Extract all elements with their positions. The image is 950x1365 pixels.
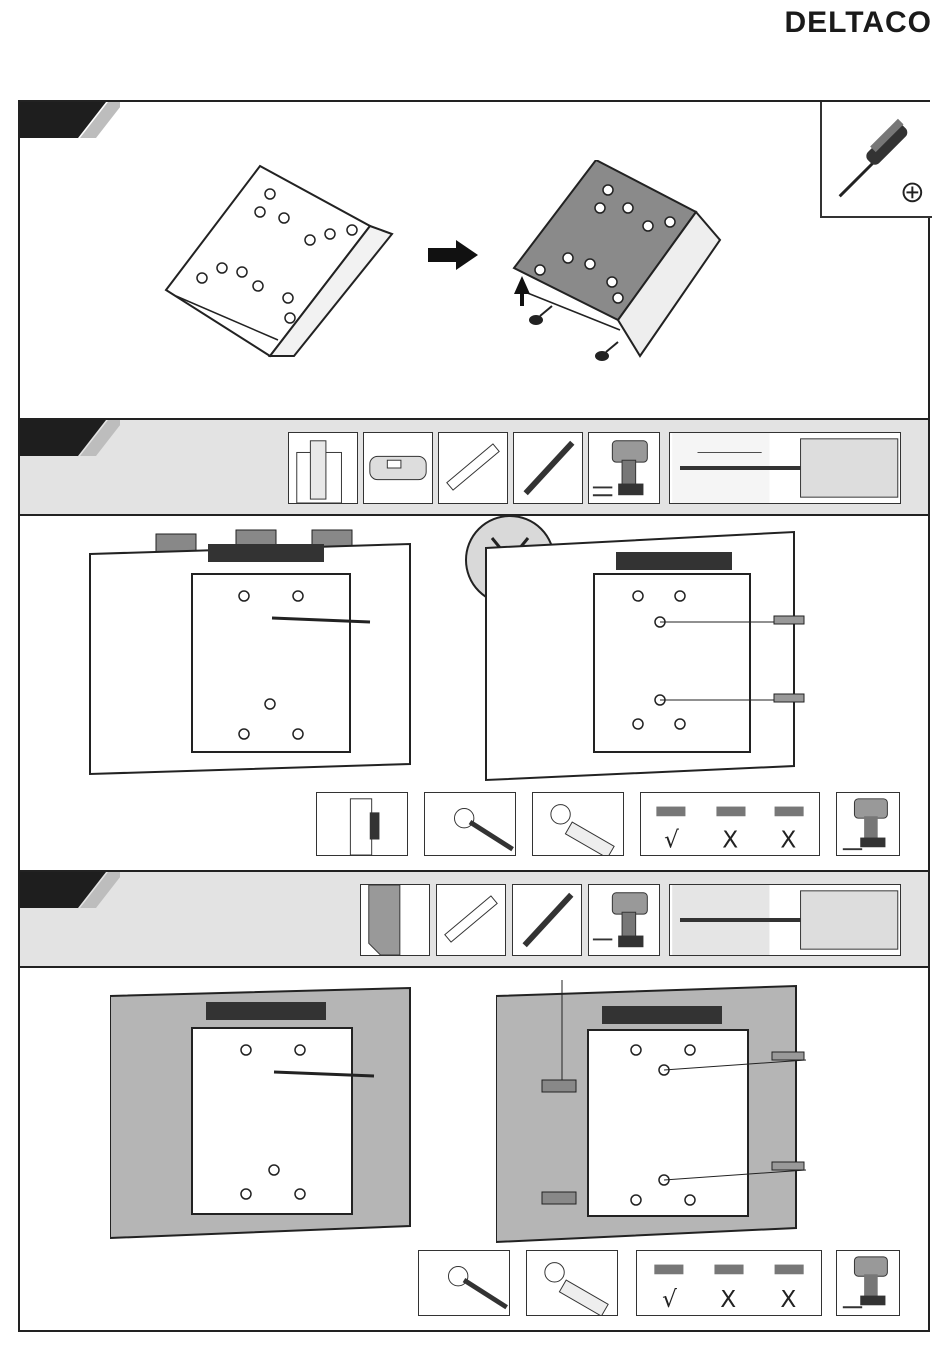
screw-drill-thumb-3 — [836, 1250, 900, 1316]
drill-thumb-3 — [588, 884, 660, 956]
pencil-thumb — [513, 432, 583, 504]
level-bad-mark-3a: X — [720, 1286, 736, 1313]
drill-thumb — [588, 432, 660, 504]
power-drill-icon — [837, 1251, 899, 1315]
concrete-drill-thumb — [669, 884, 901, 956]
step-2-tab — [20, 420, 120, 460]
screw-icon — [529, 306, 552, 325]
level-check-thumb: √ X X — [640, 792, 820, 856]
wood-stud-thumb — [288, 432, 358, 504]
stud-finder-thumb — [363, 432, 433, 504]
wood-wall-mark — [80, 524, 420, 794]
screw-icon — [595, 342, 618, 361]
mark-pencil-thumb — [424, 792, 516, 856]
concrete-wall-anchor — [496, 980, 826, 1254]
right-arrow-icon — [428, 240, 480, 270]
concrete-wall-mark — [110, 982, 420, 1252]
wall-plug-icon — [542, 1192, 576, 1204]
brand-logo: DELTACO — [784, 6, 932, 40]
level-ok-mark-3: √ — [662, 1286, 677, 1313]
level-check-thumb-3: √ X X — [636, 1250, 822, 1316]
wood-wall-screw — [464, 512, 854, 794]
screw-drill-thumb — [836, 792, 900, 856]
mark-pencil-thumb-3 — [418, 1250, 510, 1316]
bracket-assembled — [490, 160, 750, 370]
spirit-level-thumb — [438, 432, 508, 504]
step-1-tab — [20, 102, 120, 142]
phillips-screwdriver-icon — [822, 102, 932, 216]
screwdriver-box — [820, 102, 932, 218]
drill-bit-thumb-3 — [526, 1250, 618, 1316]
pencil-thumb-3 — [512, 884, 582, 956]
step-3-tab — [20, 872, 120, 912]
concrete-wall-thumb — [360, 884, 430, 956]
bracket-plain — [160, 160, 420, 360]
wood-drill-thumb — [669, 432, 901, 504]
level-bad-mark-2: X — [780, 826, 796, 853]
level-bad-mark-3b: X — [780, 1286, 796, 1313]
level-ok-mark: √ — [664, 826, 679, 853]
instruction-frame: √ X X — [18, 100, 930, 1332]
wall-plug-icon — [542, 1080, 576, 1092]
power-drill-icon — [837, 793, 899, 855]
power-drill-icon — [589, 433, 659, 503]
drill-bit-thumb — [532, 792, 624, 856]
plus-circle-icon — [904, 184, 922, 202]
stud-detail-thumb — [316, 792, 408, 856]
level-bad-mark-1: X — [722, 826, 738, 853]
power-drill-icon — [589, 885, 659, 955]
level-thumb-3 — [436, 884, 506, 956]
